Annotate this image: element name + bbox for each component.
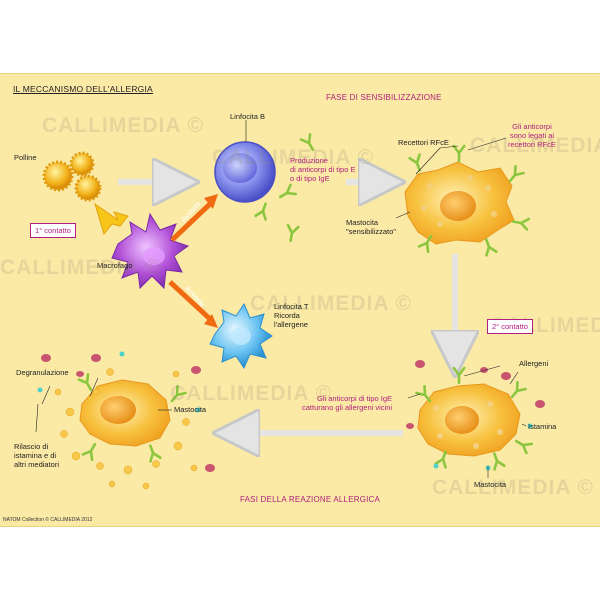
label-histamine: Istamina	[528, 422, 557, 431]
label-antibodies-bound: Gli anticorpi sono legati ai recettori R…	[508, 122, 556, 149]
second-contact-box: 2° contatto	[487, 319, 533, 334]
label-sensitized-mast-cell: Mastocita "sensibilizzato"	[346, 218, 396, 236]
diagram-artwork	[35, 120, 545, 490]
label-mast-cell-left: Mastocita	[174, 405, 207, 414]
label-degranulation: Degranulazione	[16, 368, 69, 377]
copyright-footer: NATOM Collection © CALLIMEDIA 2012	[3, 517, 93, 523]
phase-sensitization-heading: FASE DI SENSIBILIZZAZIONE	[326, 93, 442, 102]
activated-mast-cell	[415, 366, 534, 471]
label-pollen: Polline	[14, 153, 37, 162]
released-granules	[54, 368, 198, 490]
lymphocyte-t-cell	[209, 302, 273, 370]
diagram-title: IL MECCANISMO DELL'ALLERGIA	[13, 84, 153, 94]
label-allergens: Allergeni	[519, 359, 549, 368]
label-lymphocyte-b: Linfocita B	[230, 112, 266, 121]
diagram-board: CALLIMEDIA © CALLIMEDIA © CALLIMEDIA © C…	[0, 73, 600, 527]
macrophage-cell	[111, 212, 190, 290]
lymphocyte-b-cell	[214, 141, 276, 203]
label-lymphocyte-t: Linfocita T Ricorda l'allergene	[274, 302, 309, 329]
degranulating-mast-cell	[77, 372, 187, 463]
label-release: Rilascio di istamina e di altri mediator…	[14, 442, 60, 469]
flow-arrows	[118, 182, 455, 433]
first-contact-box: 1° contatto	[30, 223, 76, 238]
pollen-grains	[42, 151, 102, 202]
label-mast-cell-right: Mastocita	[474, 480, 507, 489]
label-antibodies-capture: Gli anticorpi di tipo IgE catturano gli …	[302, 394, 393, 412]
phase-reaction-heading: FASI DELLA REAZIONE ALLERGICA	[240, 495, 381, 504]
histamine-particles	[37, 351, 533, 471]
warning-arrows	[168, 194, 218, 328]
allergen-particles	[41, 354, 545, 472]
label-macrophage: Macrofago	[97, 261, 133, 270]
label-rfce-receptors: Recettori RFcE	[398, 138, 449, 147]
leader-lines	[35, 120, 527, 478]
label-production: Produzione di anticorpi di tipo E o di t…	[290, 156, 356, 183]
first-contact-arrow	[94, 202, 129, 236]
sensitized-mast-cell	[404, 144, 531, 257]
